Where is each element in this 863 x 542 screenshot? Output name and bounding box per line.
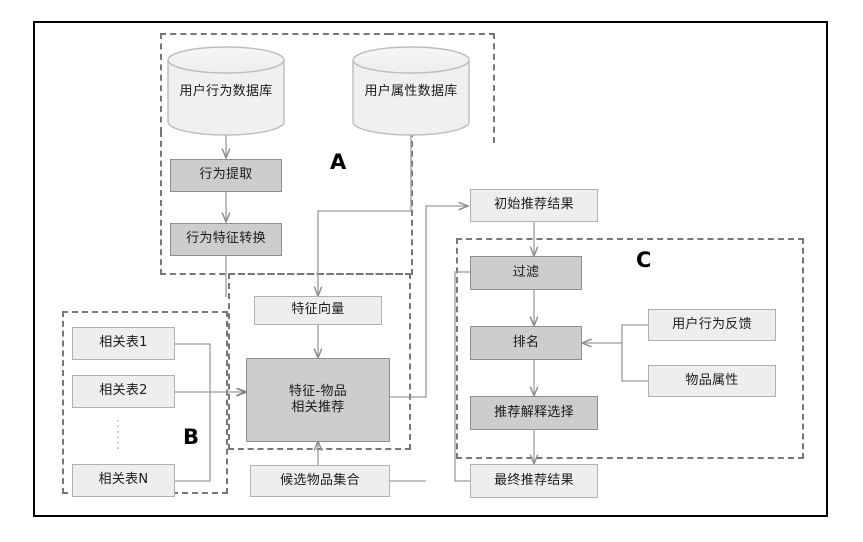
- node-behavior-feature-transform[interactable]: 行为特征转换: [170, 223, 282, 256]
- group-a-label: A: [330, 150, 347, 174]
- node-ranking[interactable]: 排名: [470, 326, 582, 360]
- group-c-label: C: [636, 248, 652, 272]
- node-relation-table-n[interactable]: 相关表N: [72, 464, 175, 497]
- group-a-boundary: [160, 33, 390, 133]
- node-relation-table-1[interactable]: 相关表1: [72, 327, 175, 360]
- node-relation-table-2[interactable]: 相关表2: [72, 375, 175, 408]
- node-feature-item-recommend[interactable]: 特征-物品 相关推荐: [246, 358, 390, 442]
- node-candidate-item-set[interactable]: 候选物品集合: [250, 465, 390, 497]
- node-filter[interactable]: 过滤: [470, 256, 582, 290]
- node-user-behavior-feedback[interactable]: 用户行为反馈: [648, 309, 776, 341]
- node-feature-vector[interactable]: 特征向量: [254, 296, 382, 325]
- group-a-seam-patch-2: [162, 129, 388, 134]
- group-a-boundary-upper-right: [388, 33, 495, 143]
- feature-item-recommend-line-1: 特征-物品: [288, 383, 348, 399]
- group-b-label: B: [183, 425, 200, 449]
- node-recommend-explanation-select[interactable]: 推荐解释选择: [470, 396, 598, 430]
- user-behavior-db-label: 用户行为数据库: [179, 84, 273, 99]
- feature-item-recommend-line-2: 相关推荐: [291, 400, 345, 415]
- user-attribute-db-label: 用户属性数据库: [364, 84, 458, 99]
- node-item-attribute[interactable]: 物品属性: [648, 365, 776, 397]
- node-behavior-extraction[interactable]: 行为提取: [170, 159, 282, 192]
- node-initial-recommend-result[interactable]: 初始推荐结果: [470, 189, 598, 222]
- node-final-recommend-result[interactable]: 最终推荐结果: [470, 464, 598, 498]
